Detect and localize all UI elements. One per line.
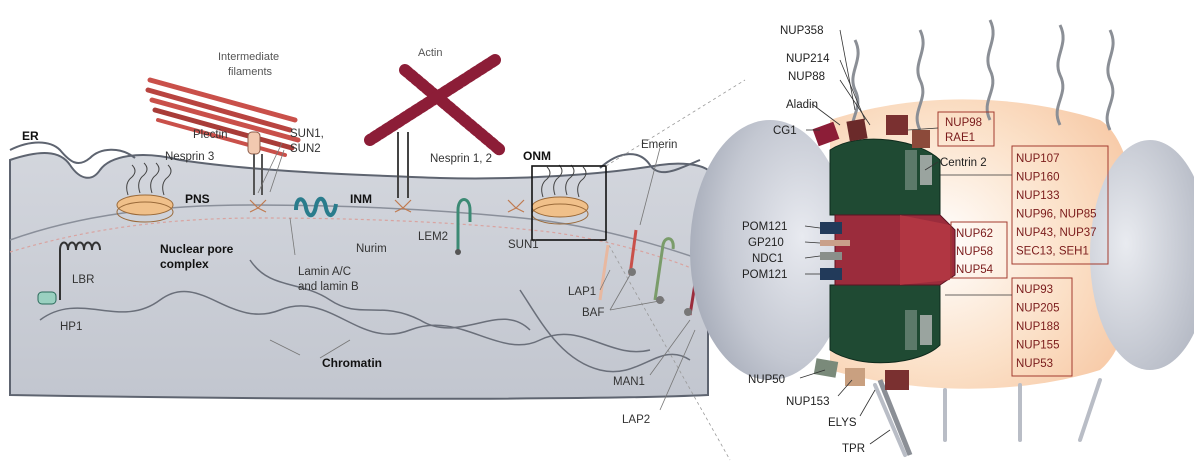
label-plectin: Plectin [193,129,228,141]
label-sun1-sun2-2: SUN2 [290,143,321,155]
label-elys: ELYS [828,417,857,429]
label-nesprin12: Nesprin 1, 2 [430,153,492,165]
nuclear-basket-rods [875,380,1100,455]
label-chromatin: Chromatin [322,356,382,370]
label-nup153: NUP153 [786,396,829,408]
label-onm: ONM [523,149,551,163]
ndc1-block [820,252,842,260]
label-baf: BAF [582,307,604,319]
nup-list-item: NUP160 [1016,172,1059,184]
label-intermediate-filaments-2: filaments [228,66,273,78]
label-lap1: LAP1 [568,286,596,298]
intermediate-filaments-bundle [148,80,298,155]
nup-list-item: NUP188 [1016,321,1059,333]
label-nup214: NUP214 [786,53,830,65]
label-pom121-a: POM121 [742,221,787,233]
gp210-block [820,240,850,246]
label-nup358: NUP358 [780,25,823,37]
label-nuclear-pore-1: Nuclear pore [160,242,234,256]
nup-list-item: NUP43, NUP37 [1016,227,1097,239]
label-pns: PNS [185,192,210,206]
nup-list-item: NUP53 [1016,358,1053,370]
label-nesprin3: Nesprin 3 [165,151,214,163]
nup-list-item: NUP93 [1016,284,1053,296]
label-tpr: TPR [842,443,865,455]
cytoplasm-sphere [690,120,850,380]
label-nup50: NUP50 [748,374,785,386]
nup-list-item: NUP133 [1016,190,1059,202]
pom121-block-b [820,268,842,280]
nup-list-item: NUP107 [1016,153,1059,165]
label-sun1-sun2-1: SUN1, [290,128,324,140]
nup-list-item: NUP205 [1016,303,1059,315]
label-ndc1: NDC1 [752,253,783,265]
label-lbr: LBR [72,274,94,286]
label-nup58: NUP58 [956,246,993,258]
label-aladin: Aladin [786,99,818,111]
label-inm: INM [350,192,372,206]
label-sun1: SUN1 [508,239,539,251]
label-lamin-2: and lamin B [298,281,359,293]
label-centrin2: Centrin 2 [940,157,987,169]
label-nuclear-pore-2: complex [160,257,209,271]
label-hp1: HP1 [60,321,82,333]
label-lap2: LAP2 [622,414,650,426]
label-gp210: GP210 [748,237,784,249]
label-nup88: NUP88 [788,71,825,83]
label-cg1: CG1 [773,125,797,137]
label-lamin-1: Lamin A/C [298,266,351,278]
label-actin: Actin [418,47,442,59]
label-er: ER [22,129,39,143]
nup-list-item: SEC13, SEH1 [1016,246,1089,258]
nup-list-item: NUP155 [1016,340,1059,352]
hp1-protein [38,292,56,304]
label-nup62: NUP62 [956,228,993,240]
right-panel: NUP358 NUP214 NUP88 Aladin CG1 NUP98 RAE… [690,20,1194,455]
label-lem2: LEM2 [418,231,448,243]
label-intermediate-filaments-1: Intermediate [218,51,279,63]
label-nurim: Nurim [356,243,387,255]
inner-ring [900,215,950,285]
label-man1: MAN1 [613,376,645,388]
nup-list-item: NUP96, NUP85 [1016,209,1097,221]
left-panel: Intermediate filaments Actin ER Plectin … [10,47,745,460]
actin-filaments [370,60,500,150]
label-rae1: RAE1 [945,132,975,144]
pom121-block-a [820,222,842,234]
label-nup54: NUP54 [956,264,994,276]
label-emerin: Emerin [641,139,677,151]
label-nup98: NUP98 [945,117,982,129]
label-pom121-b: POM121 [742,269,787,281]
plectin-protein [248,132,260,154]
tpr-rod [880,380,910,455]
